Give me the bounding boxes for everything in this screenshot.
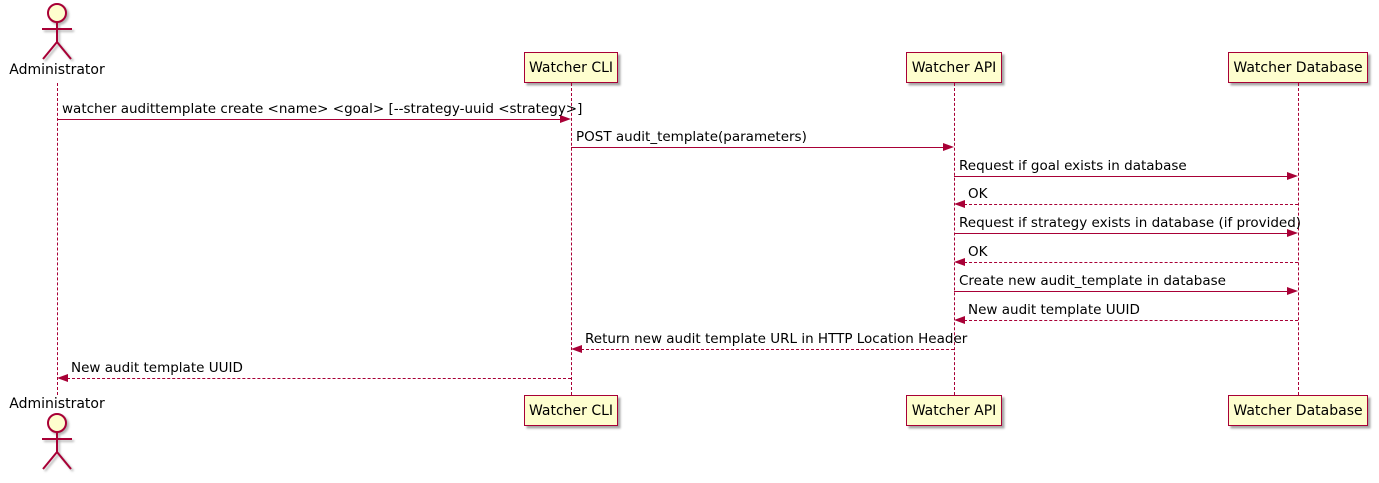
actor-administrator-top: Administrator <box>2 2 112 78</box>
arrow-head <box>943 143 954 151</box>
lifeline-watcher-cli <box>570 83 572 395</box>
message-label: Request if goal exists in database <box>959 158 1187 174</box>
message-label: New audit template UUID <box>71 360 243 376</box>
arrow-head <box>560 115 571 123</box>
message-label: OK <box>968 244 988 260</box>
arrow-head <box>1287 229 1298 237</box>
message-line <box>571 147 944 148</box>
message-line <box>57 119 561 120</box>
lifeline-administrator <box>56 83 58 395</box>
lifeline-watcher-database <box>1297 83 1299 395</box>
arrow-head <box>1287 287 1298 295</box>
participant-watcher-cli-bottom: Watcher CLI <box>524 395 618 426</box>
message-line <box>581 349 954 350</box>
participant-watcher-api-bottom: Watcher API <box>906 395 1002 426</box>
message-label: Create new audit_template in database <box>959 273 1226 289</box>
person-icon <box>42 3 72 60</box>
arrow-head <box>954 316 965 324</box>
message-line <box>67 378 571 379</box>
person-icon <box>42 413 72 470</box>
arrow-head <box>57 374 68 382</box>
message-line <box>964 320 1298 321</box>
participant-watcher-database-bottom: Watcher Database <box>1228 395 1368 426</box>
message-line <box>954 176 1288 177</box>
lifeline-watcher-api <box>953 83 955 395</box>
arrow-head <box>954 200 965 208</box>
message-line <box>964 262 1298 263</box>
actor-label: Administrator <box>9 396 105 412</box>
message-label: watcher audittemplate create <name> <goa… <box>62 101 583 117</box>
arrow-head <box>571 345 582 353</box>
message-label: New audit template UUID <box>968 302 1140 318</box>
message-label: OK <box>968 186 988 202</box>
message-label: Return new audit template URL in HTTP Lo… <box>585 331 968 347</box>
participant-watcher-database-top: Watcher Database <box>1228 52 1368 83</box>
message-line <box>964 204 1298 205</box>
message-label: POST audit_template(parameters) <box>576 129 807 145</box>
actor-label: Administrator <box>9 62 105 78</box>
message-label: Request if strategy exists in database (… <box>959 215 1302 231</box>
message-line <box>954 291 1288 292</box>
actor-administrator-bottom: Administrator <box>2 396 112 472</box>
participant-watcher-cli-top: Watcher CLI <box>524 52 618 83</box>
arrow-head <box>1287 172 1298 180</box>
arrow-head <box>954 258 965 266</box>
participant-watcher-api-top: Watcher API <box>906 52 1002 83</box>
message-line <box>954 233 1288 234</box>
